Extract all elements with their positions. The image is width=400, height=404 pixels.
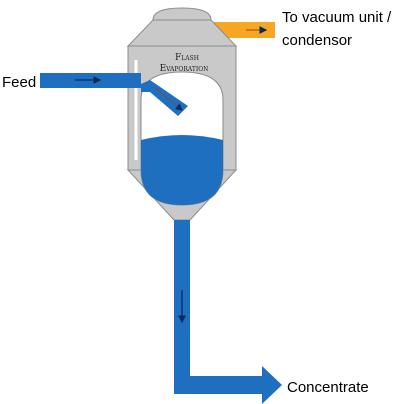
concentrate-label: Concentrate: [287, 379, 369, 396]
vessel-label-line1: Flash: [175, 53, 199, 63]
vacuum-label-line2: condensor: [282, 32, 352, 49]
vessel-label-line2: Evaporation: [160, 64, 209, 74]
concentrate-pipe: [174, 220, 282, 404]
vessel-liquid: [141, 135, 223, 205]
flash-vessel: Flash Evaporation: [126, 7, 238, 221]
feed-label: Feed: [2, 74, 36, 91]
vacuum-label-line1: To vacuum unit /: [282, 9, 392, 26]
